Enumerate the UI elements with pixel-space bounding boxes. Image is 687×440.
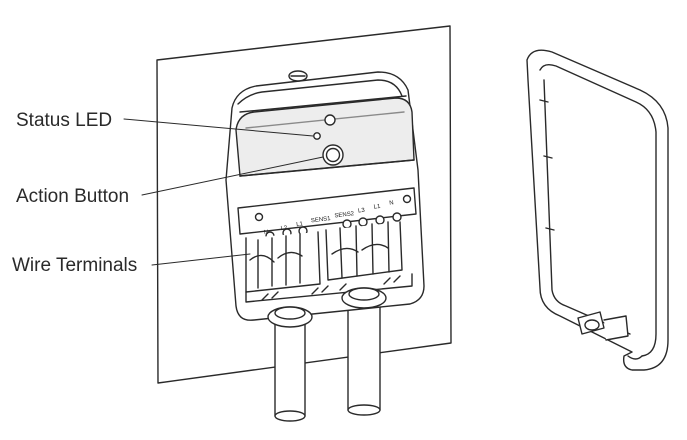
terminal-label: N — [264, 230, 269, 236]
terminal-labels: N L2 L1 SENS1 SENS2 L3 L1 N — [264, 200, 394, 236]
status-led-callout: Status LED — [16, 110, 113, 131]
wire-terminals-leader — [151, 253, 251, 266]
terminal-screws — [265, 212, 402, 241]
terminal-label: SENS2 — [334, 211, 355, 219]
action-button-callout: Action Button — [16, 186, 130, 207]
terminal-label: SENS1 — [311, 216, 332, 224]
terminal-label: L1 — [296, 221, 304, 228]
terminal-label: L3 — [358, 208, 366, 215]
terminal-label: N — [389, 200, 394, 206]
terminal-label: L1 — [373, 204, 381, 211]
terminal-label: L2 — [280, 225, 288, 232]
status-led-leader — [123, 118, 314, 137]
action-button — [322, 144, 344, 166]
detached-cover — [526, 49, 669, 371]
status-led — [313, 132, 321, 140]
front-cover — [235, 97, 415, 177]
wire-terminal-blocks — [245, 221, 413, 303]
wire-terminals-callout: Wire Terminals — [12, 255, 138, 276]
cable-grommets — [261, 275, 401, 328]
action-button-leader — [141, 156, 324, 196]
terminal-strip — [237, 187, 417, 235]
